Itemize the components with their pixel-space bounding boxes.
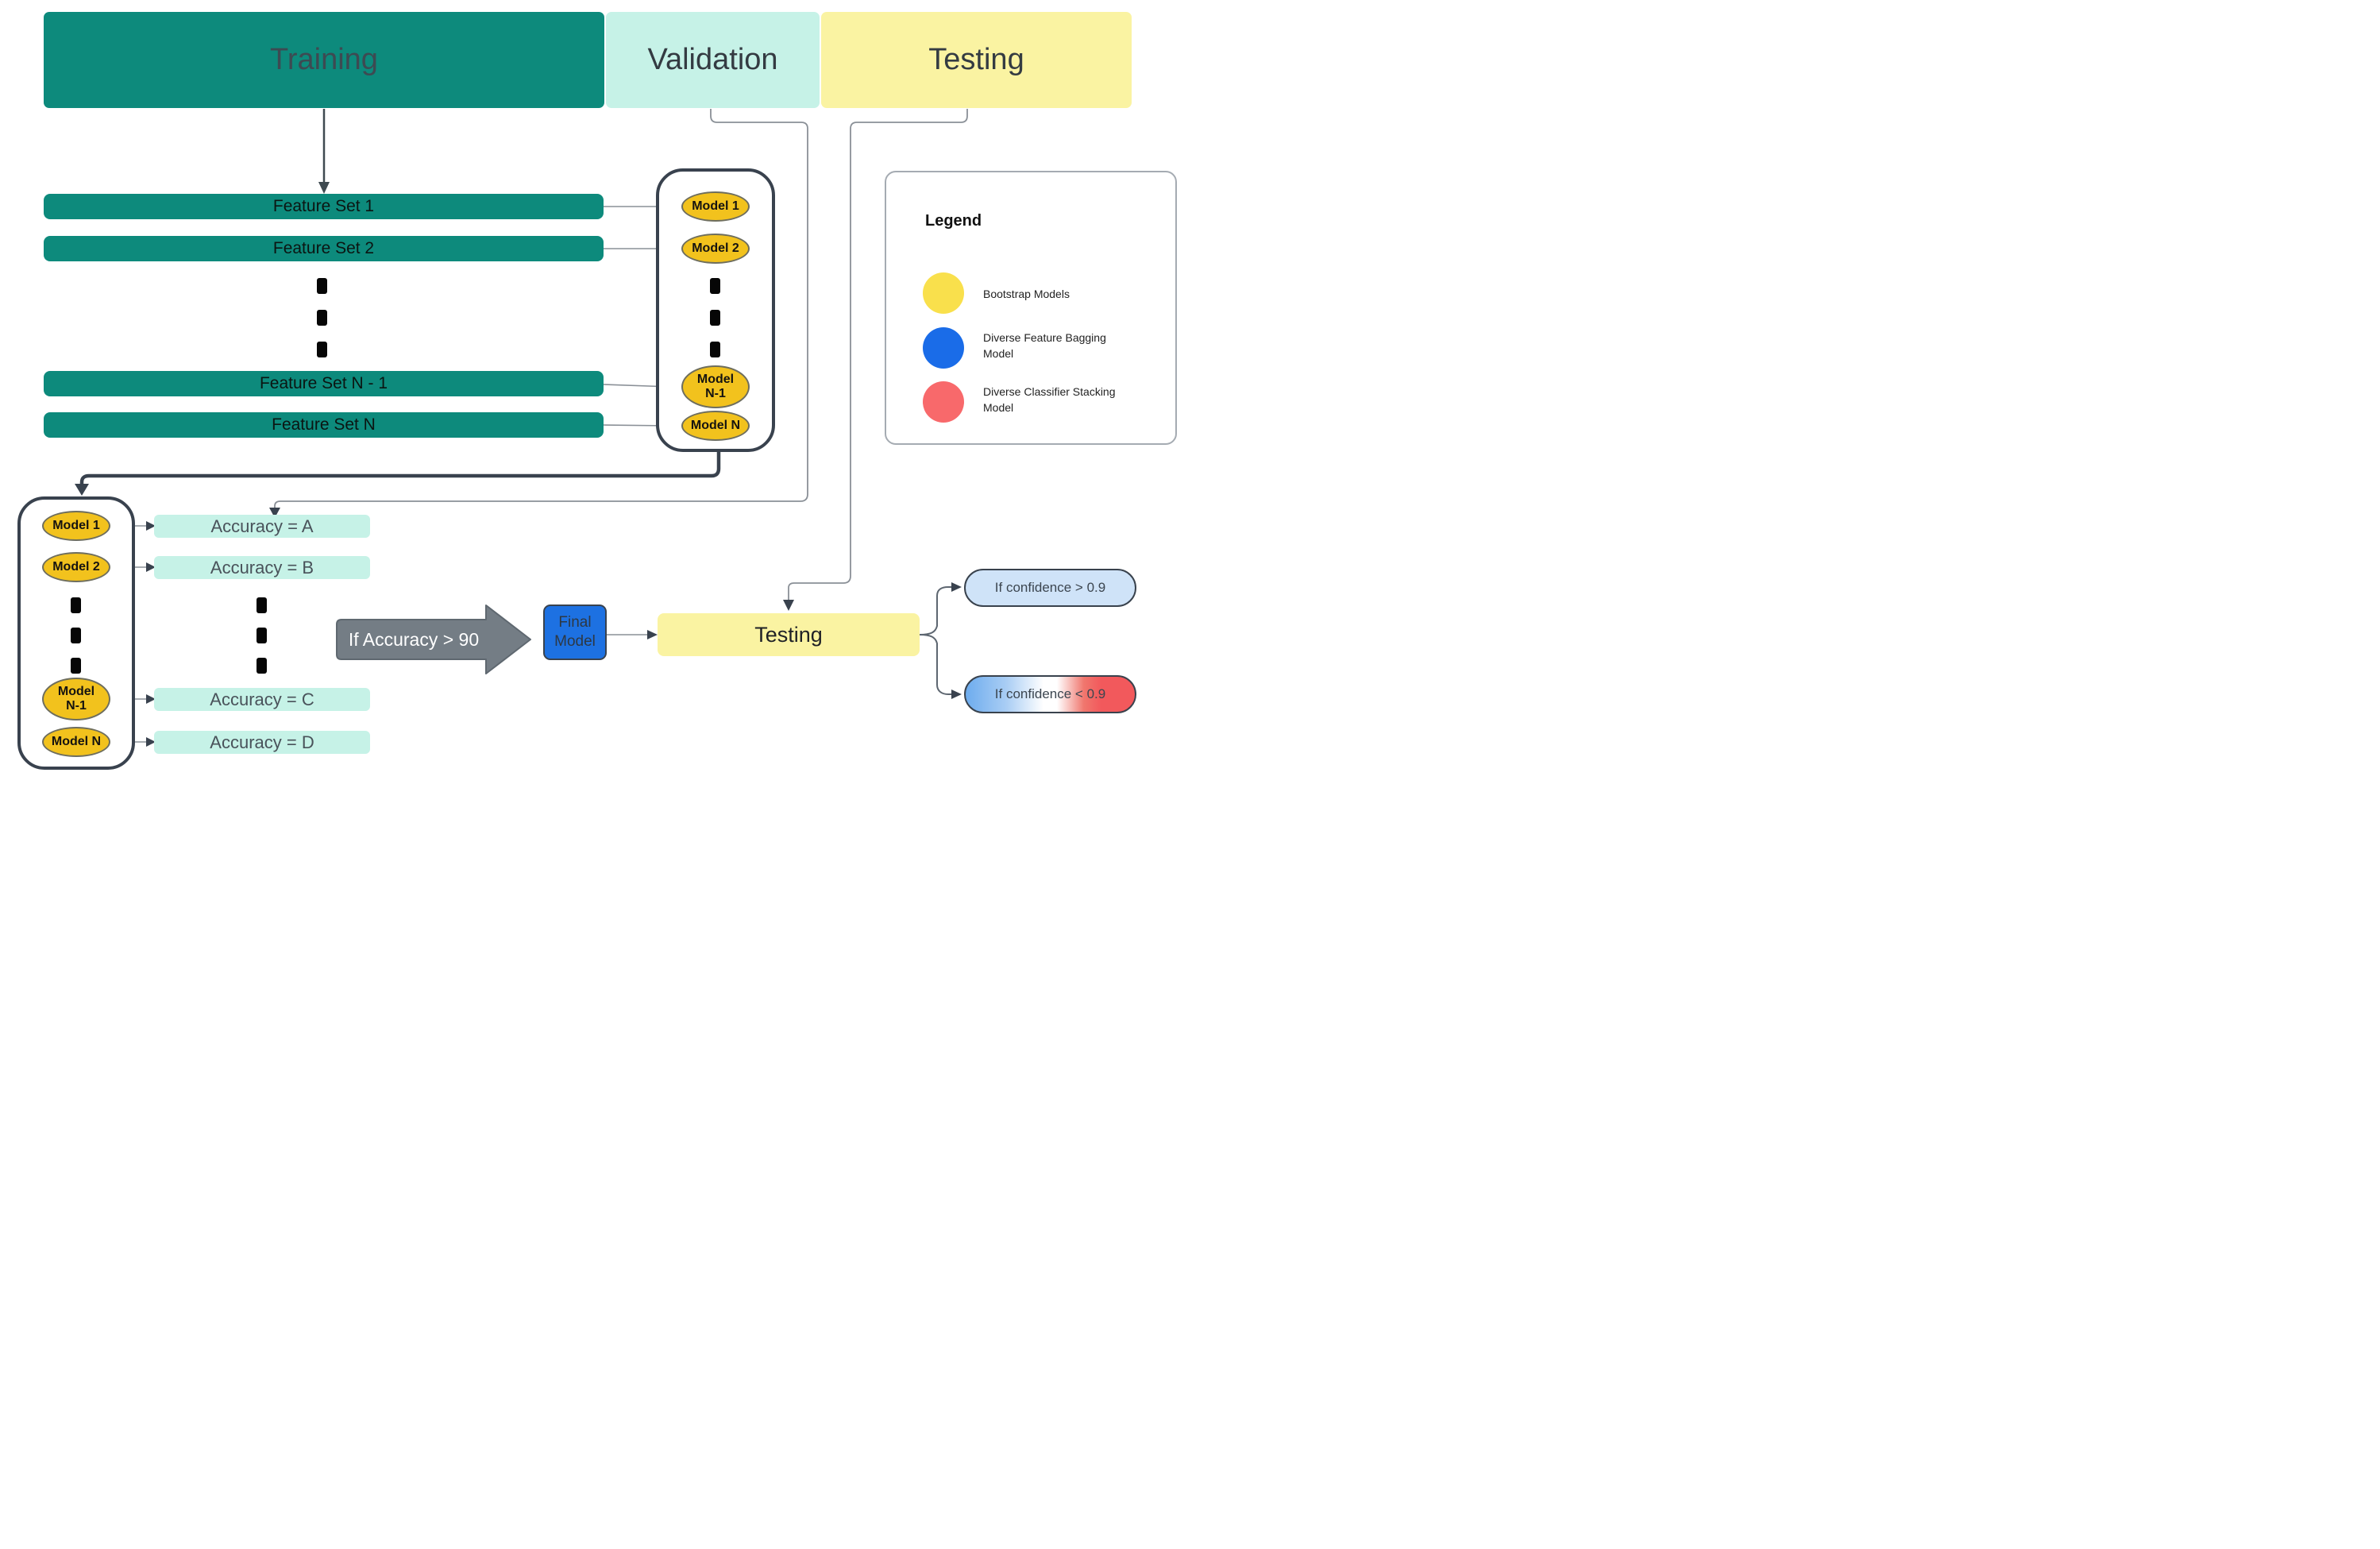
validation-model-n-label: Model N bbox=[51, 735, 102, 749]
feature-set-n-1-label: Feature Set N - 1 bbox=[259, 374, 388, 392]
accuracy-ellipsis-dot bbox=[257, 597, 267, 613]
bootstrap-model-2-label: Model 2 bbox=[692, 241, 739, 256]
ensemble-workflow-diagram: Training Validation Testing Feature Set … bbox=[0, 0, 1190, 774]
bootstrap-model-n-oval: Model N bbox=[681, 411, 750, 441]
confidence-low-label: If confidence < 0.9 bbox=[994, 686, 1106, 701]
validation-models-ellipsis-dot bbox=[71, 597, 81, 613]
legend-panel: Legend Bootstrap Models Diverse Feature … bbox=[885, 171, 1177, 445]
connector-layer bbox=[75, 109, 968, 747]
feature-set-n-1-bar: Feature Set N - 1 bbox=[44, 371, 604, 396]
accuracy-ellipsis-dot bbox=[257, 628, 267, 643]
feature-set-1-label: Feature Set 1 bbox=[272, 197, 375, 215]
arrowhead-model1-to-accA bbox=[146, 521, 156, 531]
connector-testing-to-testbox bbox=[788, 109, 968, 601]
validation-model-2-label: Model 2 bbox=[52, 560, 100, 574]
bootstrap-models-ellipsis-dot bbox=[710, 278, 720, 294]
feature-set-n-label: Feature Set N bbox=[272, 415, 376, 434]
connector-models-to-validation-group bbox=[79, 452, 721, 485]
legend-swatch-bootstrap bbox=[923, 272, 964, 314]
decision-block-arrow-shape bbox=[336, 605, 531, 674]
feature-set-1-bar: Feature Set 1 bbox=[44, 194, 604, 219]
arrowhead-finalmodel-to-testbox bbox=[647, 630, 658, 639]
validation-models-ellipsis-dot bbox=[71, 628, 81, 643]
confidence-high-pill: If confidence > 0.9 bbox=[964, 569, 1136, 607]
feature-set-n-bar: Feature Set N bbox=[44, 412, 604, 438]
accuracy-c-label: Accuracy = C bbox=[210, 689, 314, 709]
legend-label-feature-bagging: Diverse Feature Bagging Model bbox=[983, 331, 1106, 360]
validation-model-n-oval: Model N bbox=[42, 727, 110, 757]
validation-models-group bbox=[17, 496, 135, 770]
accuracy-b-label: Accuracy = B bbox=[210, 557, 314, 577]
legend-title: Legend bbox=[925, 212, 982, 230]
connector-validation-to-accuracy bbox=[274, 109, 808, 508]
testing-process-label: Testing bbox=[754, 622, 823, 647]
arrowhead-training-to-featureset bbox=[318, 182, 330, 194]
bootstrap-model-1-label: Model 1 bbox=[692, 199, 739, 214]
bootstrap-model-n-1-oval: Model N-1 bbox=[681, 365, 750, 408]
training-stage-label: Training bbox=[270, 43, 378, 76]
connector-testbox-to-low-confidence bbox=[919, 634, 952, 695]
confidence-high-label: If confidence > 0.9 bbox=[994, 580, 1106, 595]
legend-swatch-classifier-stacking bbox=[923, 381, 964, 423]
bootstrap-model-1-oval: Model 1 bbox=[681, 191, 750, 222]
final-model-box: Final Model bbox=[543, 605, 607, 660]
decision-arrow-label: If Accuracy > 90 bbox=[348, 628, 480, 650]
validation-stage-header: Validation bbox=[606, 12, 820, 108]
testing-stage-header: Testing bbox=[821, 12, 1132, 108]
legend-swatch-feature-bagging bbox=[923, 327, 964, 369]
training-stage-header: Training bbox=[44, 12, 604, 108]
feature-set-ellipsis-dot bbox=[317, 310, 327, 326]
validation-model-1-oval: Model 1 bbox=[42, 511, 110, 541]
accuracy-c-box: Accuracy = C bbox=[154, 688, 370, 711]
feature-set-2-bar: Feature Set 2 bbox=[44, 236, 604, 261]
bootstrap-models-ellipsis-dot bbox=[710, 310, 720, 326]
bootstrap-model-n-label: Model N bbox=[690, 419, 741, 433]
accuracy-a-label: Accuracy = A bbox=[210, 516, 314, 536]
confidence-low-pill: If confidence < 0.9 bbox=[964, 675, 1136, 713]
bootstrap-model-2-oval: Model 2 bbox=[681, 234, 750, 264]
accuracy-b-box: Accuracy = B bbox=[154, 556, 370, 579]
validation-model-1-label: Model 1 bbox=[52, 519, 100, 533]
testing-stage-label: Testing bbox=[928, 43, 1024, 76]
validation-model-2-oval: Model 2 bbox=[42, 552, 110, 582]
accuracy-d-box: Accuracy = D bbox=[154, 731, 370, 754]
validation-model-n-1-label: Model N-1 bbox=[57, 685, 95, 713]
arrowhead-modelN-to-accD bbox=[146, 737, 156, 747]
validation-model-n-1-oval: Model N-1 bbox=[42, 678, 110, 720]
legend-label-bootstrap: Bootstrap Models bbox=[983, 288, 1070, 300]
accuracy-ellipsis-dot bbox=[257, 658, 267, 674]
arrowhead-models-to-validation-group bbox=[75, 484, 89, 496]
arrowhead-modelN1-to-accC bbox=[146, 694, 156, 704]
arrowhead-high-confidence bbox=[951, 582, 962, 592]
bootstrap-model-n-1-label: Model N-1 bbox=[696, 373, 735, 400]
accuracy-a-box: Accuracy = A bbox=[154, 515, 370, 538]
final-model-label: Final Model bbox=[554, 614, 596, 650]
validation-models-ellipsis-dot bbox=[71, 658, 81, 674]
testing-process-box: Testing bbox=[658, 613, 920, 656]
accuracy-d-label: Accuracy = D bbox=[210, 732, 314, 752]
connector-testbox-to-high-confidence bbox=[919, 586, 952, 635]
arrowhead-validation-to-accuracy bbox=[269, 508, 280, 518]
arrowhead-model2-to-accB bbox=[146, 562, 156, 572]
bootstrap-models-ellipsis-dot bbox=[710, 342, 720, 357]
feature-set-ellipsis-dot bbox=[317, 278, 327, 294]
feature-set-ellipsis-dot bbox=[317, 342, 327, 357]
arrowhead-testing-to-testbox bbox=[783, 600, 794, 611]
feature-set-2-label: Feature Set 2 bbox=[272, 239, 375, 257]
legend-label-classifier-stacking: Diverse Classifier Stacking Model bbox=[983, 385, 1116, 414]
validation-stage-label: Validation bbox=[647, 43, 778, 76]
arrowhead-low-confidence bbox=[951, 690, 962, 699]
